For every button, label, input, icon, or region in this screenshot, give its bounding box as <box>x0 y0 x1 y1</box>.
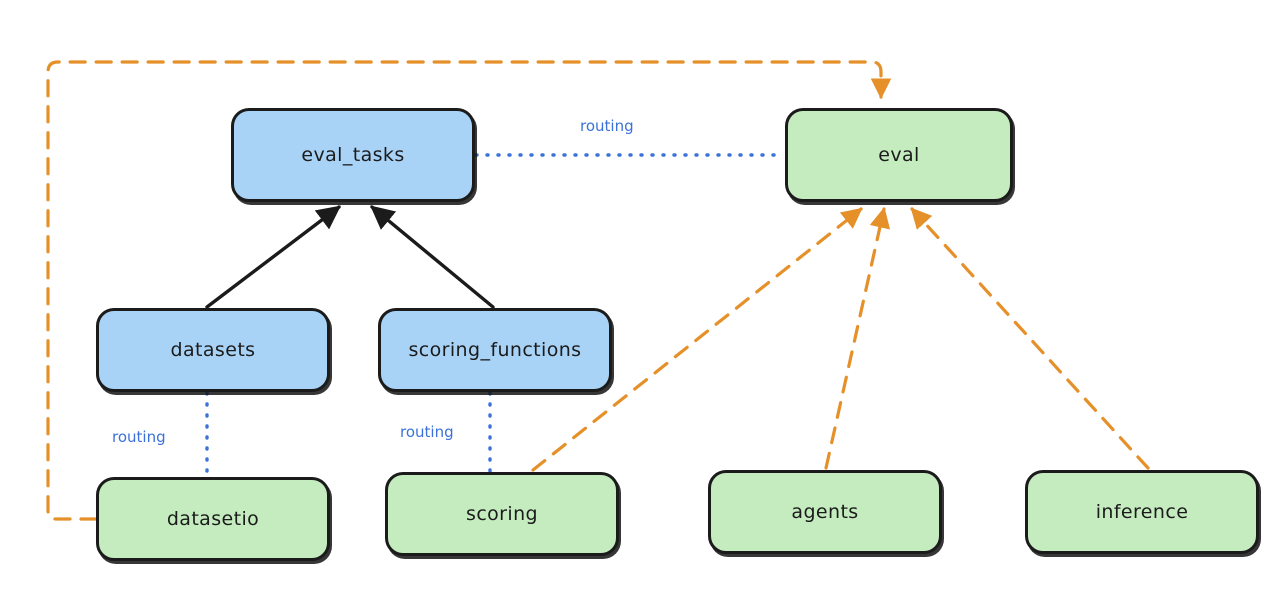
node-datasets[interactable]: datasets <box>96 308 330 392</box>
node-scoring-functions[interactable]: scoring_functions <box>378 308 612 392</box>
edge-label-routing-scoring: routing <box>400 423 454 441</box>
edge-inference-to-eval <box>910 207 1150 470</box>
node-label-inference: inference <box>1095 501 1189 523</box>
edge-agents-to-eval <box>824 206 891 470</box>
node-inference[interactable]: inference <box>1025 470 1259 554</box>
edge-scoringfn-to-eval_tasks <box>370 205 495 309</box>
node-label-scoring: scoring <box>466 503 538 525</box>
edge-label-routing-datasets: routing <box>112 428 166 446</box>
node-label-agents: agents <box>791 501 859 523</box>
node-label-eval: eval <box>878 144 920 166</box>
node-scoring[interactable]: scoring <box>385 472 619 556</box>
node-eval-tasks[interactable]: eval_tasks <box>231 108 475 202</box>
node-label-scoring-functions: scoring_functions <box>408 339 582 361</box>
node-agents[interactable]: agents <box>708 470 942 554</box>
node-eval[interactable]: eval <box>785 108 1013 202</box>
node-datasetio[interactable]: datasetio <box>96 477 330 561</box>
edge-label-routing-eval: routing <box>580 117 634 135</box>
node-label-datasets: datasets <box>170 339 256 361</box>
edge-datasets-to-eval_tasks <box>205 205 341 309</box>
node-label-datasetio: datasetio <box>166 508 260 530</box>
node-label-eval-tasks: eval_tasks <box>301 144 405 166</box>
